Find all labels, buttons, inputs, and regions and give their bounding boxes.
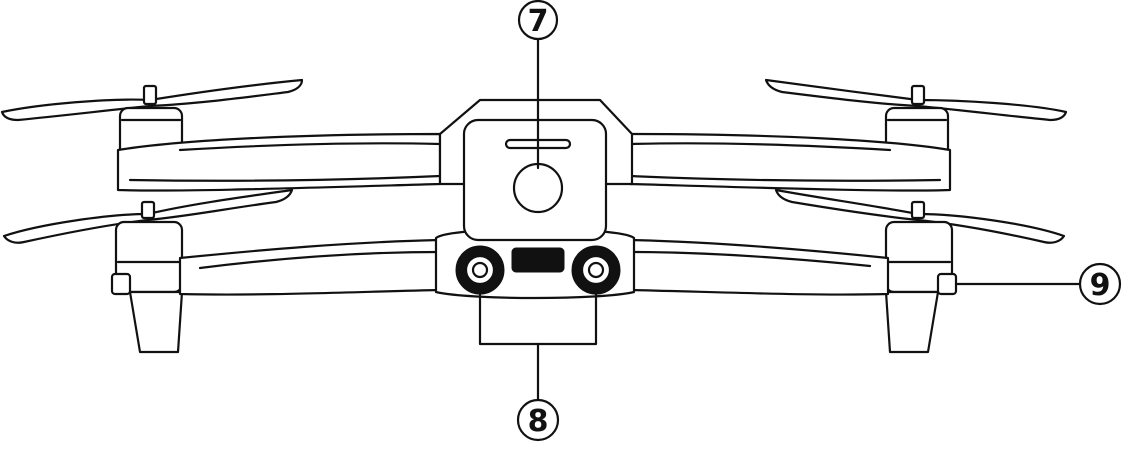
right-front-motor [884, 220, 958, 296]
right-rear-arm [628, 132, 952, 192]
left-front-propeller [2, 188, 294, 244]
front-vision-sensors [455, 245, 621, 295]
right-front-leg [884, 290, 940, 354]
callout-9-label: 9 [1090, 268, 1111, 303]
right-front-propeller [774, 188, 1066, 244]
right-front-arm [628, 238, 890, 296]
left-front-arm [178, 238, 442, 296]
callout-9: 9 [954, 262, 1122, 306]
callout-8: 8 [478, 284, 598, 442]
right-indicator-light [936, 272, 958, 296]
left-rear-propeller [0, 78, 304, 122]
callout-8-label: 8 [528, 404, 549, 439]
left-front-leg [128, 290, 184, 354]
callout-7-label: 7 [528, 4, 549, 39]
callout-7: 7 [517, 0, 559, 170]
right-rear-propeller [764, 78, 1068, 122]
left-front-motor [110, 220, 184, 296]
